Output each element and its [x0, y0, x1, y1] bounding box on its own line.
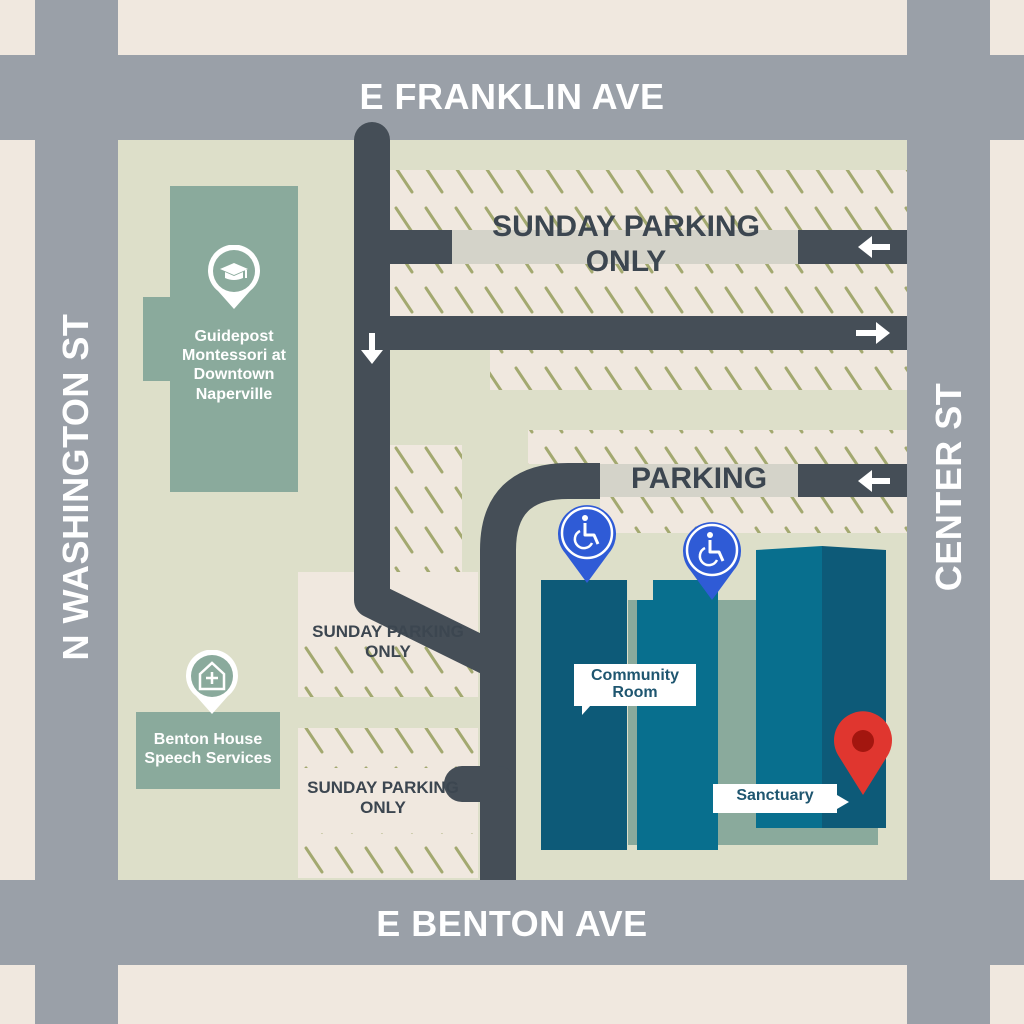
lot-label-sunday-west-upper: SUNDAY PARKING ONLY	[312, 622, 464, 661]
street-franklin: E FRANKLIN AVE	[359, 76, 665, 117]
speech-label: Benton House Speech Services	[144, 731, 272, 768]
arrow-down-icon	[361, 333, 383, 364]
arrow-right-icon	[856, 322, 890, 344]
center-road	[907, 0, 990, 1024]
house-plus-icon[interactable]	[184, 650, 240, 716]
wheelchair-icon[interactable]	[556, 503, 618, 585]
street-center: CENTER ST	[928, 382, 969, 592]
map-pin-icon[interactable]	[831, 711, 895, 797]
speech-building	[136, 712, 280, 789]
sanctuary-callout[interactable]: Sanctuary	[713, 784, 849, 813]
wheelchair-icon[interactable]	[681, 520, 743, 602]
lot-label-sunday-west-lower: SUNDAY PARKING ONLY	[307, 778, 459, 817]
street-washington: N WASHINGTON ST	[55, 313, 96, 661]
benton-road	[0, 880, 1024, 965]
washington-road	[35, 0, 118, 1024]
community-room-building	[541, 580, 627, 850]
franklin-road	[0, 55, 1024, 140]
arrow-left-icon	[858, 470, 890, 492]
lot-label-parking: PARKING	[630, 462, 768, 495]
sanctuary-building	[756, 546, 822, 828]
school-building	[143, 186, 298, 492]
community-room-callout[interactable]: Community Room	[574, 664, 696, 715]
lot-label-sunday-top: SUNDAY PARKING ONLY	[492, 210, 760, 278]
school-label: Guidepost Montessori at Downtown Napervi…	[181, 328, 286, 403]
street-benton: E BENTON AVE	[376, 903, 648, 944]
graduation-cap-icon[interactable]	[206, 245, 262, 311]
arrow-left-icon	[858, 236, 890, 258]
